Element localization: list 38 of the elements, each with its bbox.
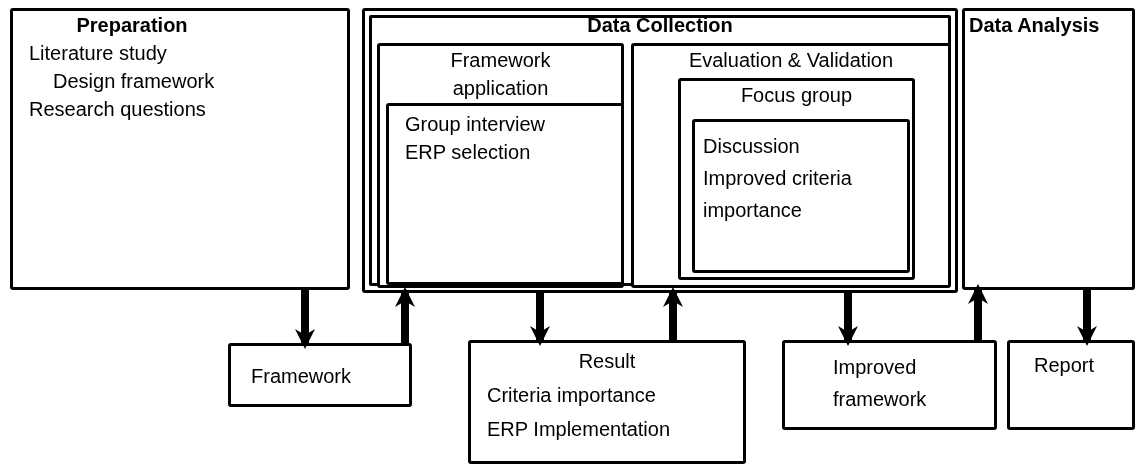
box-heading: Result bbox=[577, 349, 637, 374]
process-box bbox=[1007, 340, 1135, 430]
box-heading: Improved framework bbox=[833, 355, 928, 412]
process-box bbox=[377, 43, 624, 288]
arrow bbox=[530, 293, 550, 346]
box-heading: Framework bbox=[251, 364, 352, 389]
arrow bbox=[968, 284, 988, 340]
box-text: Improved criteria importance bbox=[703, 166, 853, 223]
box-heading: Data Analysis bbox=[969, 13, 1101, 38]
process-box bbox=[962, 8, 1135, 290]
process-box bbox=[386, 103, 624, 285]
box-text: Discussion bbox=[703, 134, 801, 159]
box-text: Research questions bbox=[28, 97, 207, 122]
box-heading: Data Collection bbox=[586, 13, 734, 38]
box-text: Literature study bbox=[28, 41, 168, 66]
process-box bbox=[782, 340, 997, 430]
arrow bbox=[295, 290, 315, 349]
box-heading: Report bbox=[1034, 353, 1096, 378]
arrow bbox=[838, 293, 858, 346]
process-box bbox=[468, 340, 746, 464]
box-text: Group interview bbox=[405, 112, 547, 137]
process-box bbox=[228, 343, 412, 407]
arrow bbox=[395, 287, 415, 343]
arrow bbox=[663, 287, 683, 340]
box-heading: Preparation bbox=[75, 13, 189, 38]
box-heading: Framework application bbox=[449, 48, 552, 101]
box-heading: Evaluation & Validation bbox=[687, 48, 895, 73]
box-text: ERP Implementation bbox=[487, 417, 672, 442]
process-box bbox=[631, 43, 951, 288]
process-box bbox=[692, 119, 910, 273]
process-box bbox=[10, 8, 350, 290]
process-box bbox=[362, 8, 958, 293]
box-heading: Focus group bbox=[739, 83, 854, 108]
box-text: ERP selection bbox=[405, 140, 532, 165]
box-text: Design framework bbox=[52, 69, 216, 94]
process-box bbox=[678, 78, 915, 280]
box-text: Criteria importance bbox=[487, 383, 657, 408]
arrow bbox=[1077, 290, 1097, 346]
